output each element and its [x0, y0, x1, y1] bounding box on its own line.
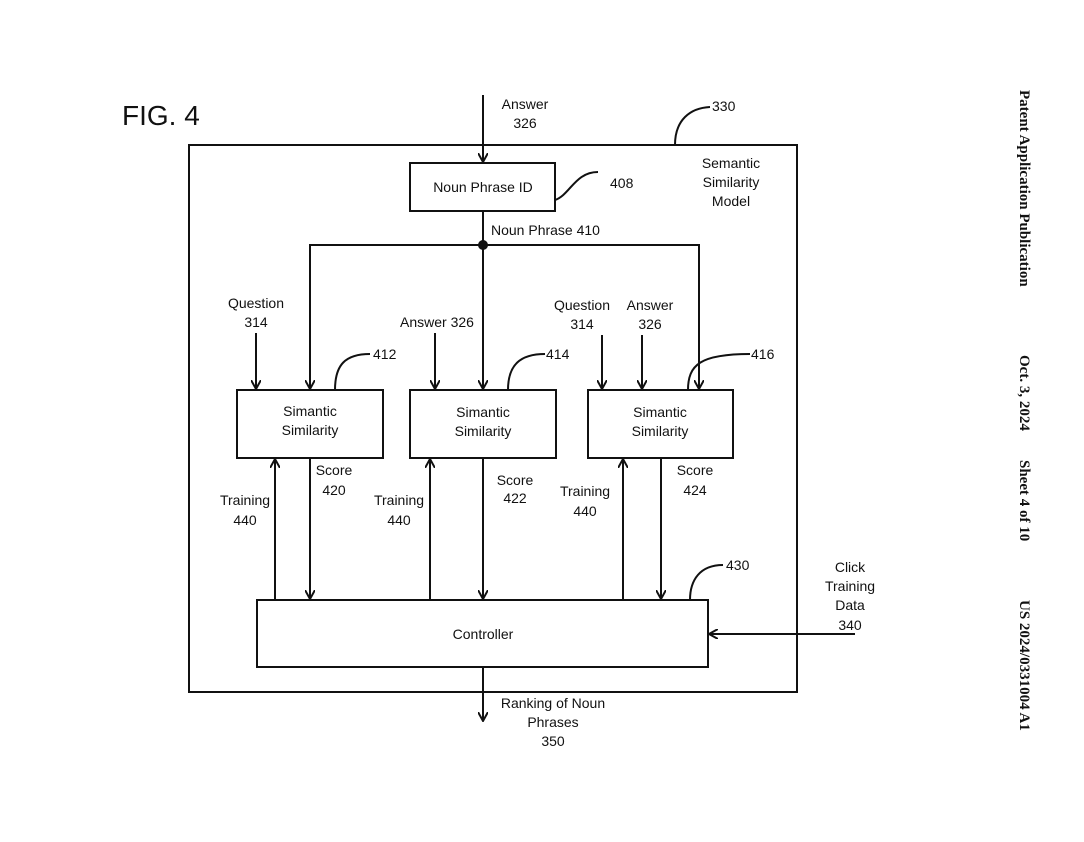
- leader-414: [507, 353, 546, 391]
- output-label-1: Ranking of Noun: [501, 695, 605, 711]
- noun-phrase-id-ref: 408: [610, 175, 634, 191]
- ref-412: 412: [373, 346, 397, 362]
- sheet-number: Sheet 4 of 10: [1016, 460, 1032, 541]
- noun-phrase-label: Noun Phrase 410: [491, 222, 600, 238]
- output-ref: 350: [541, 733, 565, 749]
- ref-414: 414: [546, 346, 570, 362]
- model-ref: 330: [712, 98, 736, 114]
- similarity-416-label-1: Simantic: [633, 404, 687, 420]
- figure-label: FIG. 4: [122, 100, 200, 131]
- leader-430: [689, 564, 724, 601]
- similarity-414-label-2: Similarity: [455, 423, 512, 439]
- leader-408: [554, 171, 599, 201]
- semantic-similarity-model-box: [188, 144, 798, 693]
- question-3-ref: 314: [570, 316, 594, 332]
- answer-3-label: Answer: [627, 297, 674, 313]
- training-2-ref: 440: [387, 512, 411, 528]
- ref-416: 416: [751, 346, 775, 362]
- leader-416: [687, 353, 751, 391]
- answer-input-ref: 326: [513, 115, 537, 131]
- similarity-block-412: [236, 389, 384, 459]
- controller-ref: 430: [726, 557, 750, 573]
- score-424-label: Score: [677, 462, 714, 478]
- publication-date: Oct. 3, 2024: [1016, 355, 1032, 431]
- noun-phrase-id-box: [409, 162, 556, 212]
- similarity-412-label-2: Similarity: [282, 422, 339, 438]
- question-1-ref: 314: [244, 314, 268, 330]
- publication-header: Patent Application Publication: [1016, 90, 1032, 287]
- training-2-label: Training: [374, 492, 424, 508]
- answer-2-label: Answer 326: [400, 314, 474, 330]
- score-424-ref: 424: [683, 482, 707, 498]
- training-1-label: Training: [220, 492, 270, 508]
- answer-3-ref: 326: [638, 316, 662, 332]
- click-data-label-1: Click: [835, 559, 866, 575]
- similarity-block-416: [587, 389, 734, 459]
- score-422-label: Score: [497, 472, 534, 488]
- model-label-1: Semantic: [702, 155, 760, 171]
- output-label-2: Phrases: [527, 714, 578, 730]
- model-label-2: Similarity: [703, 174, 760, 190]
- question-1-label: Question: [228, 295, 284, 311]
- leader-412: [334, 353, 371, 391]
- score-420-ref: 420: [322, 482, 346, 498]
- click-data-label-3: Data: [835, 597, 865, 613]
- publication-number: US 2024/0331004 A1: [1016, 600, 1032, 731]
- model-label-3: Model: [712, 193, 750, 209]
- click-data-label-2: Training: [825, 578, 875, 594]
- leader-330: [674, 106, 711, 146]
- answer-input-label: Answer: [502, 96, 549, 112]
- similarity-416-label-2: Similarity: [632, 423, 689, 439]
- noun-phrase-id-label: Noun Phrase ID: [433, 179, 533, 195]
- controller-label: Controller: [453, 626, 514, 642]
- score-422-ref: 422: [503, 490, 527, 506]
- similarity-412-label-1: Simantic: [283, 403, 337, 419]
- question-3-label: Question: [554, 297, 610, 313]
- training-3-label: Training: [560, 483, 610, 499]
- training-3-ref: 440: [573, 503, 597, 519]
- similarity-414-label-1: Simantic: [456, 404, 510, 420]
- score-420-label: Score: [316, 462, 353, 478]
- training-1-ref: 440: [233, 512, 257, 528]
- click-data-ref: 340: [838, 617, 862, 633]
